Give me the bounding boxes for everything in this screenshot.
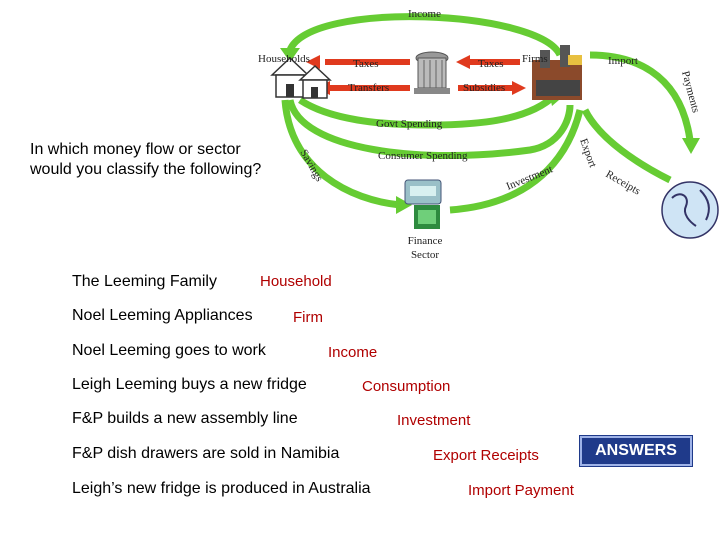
item-prompt-2: Noel Leeming Appliances bbox=[72, 307, 253, 324]
item-prompt-5: F&P builds a new assembly line bbox=[72, 410, 298, 427]
firms-label: Firms bbox=[522, 53, 548, 65]
item-prompt-1: The Leeming Family bbox=[72, 273, 217, 290]
item-answer-6: Export Receipts bbox=[433, 447, 539, 464]
item-answer-4: Consumption bbox=[362, 378, 451, 395]
households-icon bbox=[270, 56, 332, 99]
receipts-label: Receipts bbox=[604, 168, 643, 197]
households-label: Households bbox=[258, 53, 310, 65]
government-icon bbox=[414, 51, 450, 94]
govt-spending-label: Govt Spending bbox=[376, 118, 443, 130]
savings-flow bbox=[281, 99, 401, 209]
item-prompt-3: Noel Leeming goes to work bbox=[72, 342, 266, 359]
item-prompt-7: Leigh’s new fridge is produced in Austra… bbox=[72, 480, 371, 497]
taxes-right-label: Taxes bbox=[478, 58, 504, 70]
transfers-label: Transfers bbox=[348, 82, 390, 94]
income-arrowhead bbox=[280, 48, 300, 62]
question-text: In which money flow or sector would you … bbox=[30, 141, 262, 178]
answers-button[interactable]: ANSWERS bbox=[580, 436, 692, 466]
factory-icon bbox=[532, 45, 582, 100]
income-label: Income bbox=[408, 8, 441, 20]
govt-spending-flow bbox=[298, 92, 558, 129]
circular-flow-diagram: Savings Investment Export Receipts Payme… bbox=[270, 13, 719, 239]
consumer-spending-flow bbox=[286, 99, 574, 160]
export-receipts-flow bbox=[581, 108, 672, 184]
taxes-left-label: Taxes bbox=[353, 58, 379, 70]
export-label: Export bbox=[577, 137, 599, 169]
investment-flow bbox=[449, 109, 584, 214]
item-prompt-4: Leigh Leeming buys a new fridge bbox=[72, 376, 307, 393]
item-answer-1: Household bbox=[260, 273, 332, 290]
item-prompt-6: F&P dish drawers are sold in Namibia bbox=[72, 445, 340, 462]
item-answer-2: Firm bbox=[293, 309, 323, 326]
finance-sector-icon bbox=[404, 179, 442, 229]
import-payments-flow bbox=[589, 51, 694, 141]
subsidies-label: Subsidies bbox=[463, 82, 506, 94]
income-flow-arc bbox=[286, 13, 564, 57]
import-label: Import bbox=[608, 55, 638, 67]
item-answer-3: Income bbox=[328, 344, 378, 361]
savings-arrowhead bbox=[396, 196, 412, 214]
import-arrowhead bbox=[682, 138, 700, 154]
item-answer-7: Import Payment bbox=[468, 482, 574, 499]
savings-label: Savings bbox=[297, 148, 325, 184]
finance-sector-label-1: Finance bbox=[407, 235, 443, 247]
globe-icon bbox=[661, 181, 719, 239]
item-answer-5: Investment bbox=[397, 412, 471, 429]
finance-sector-label-2: Sector bbox=[410, 249, 440, 261]
consumer-spending-label: Consumer Spending bbox=[378, 150, 468, 162]
